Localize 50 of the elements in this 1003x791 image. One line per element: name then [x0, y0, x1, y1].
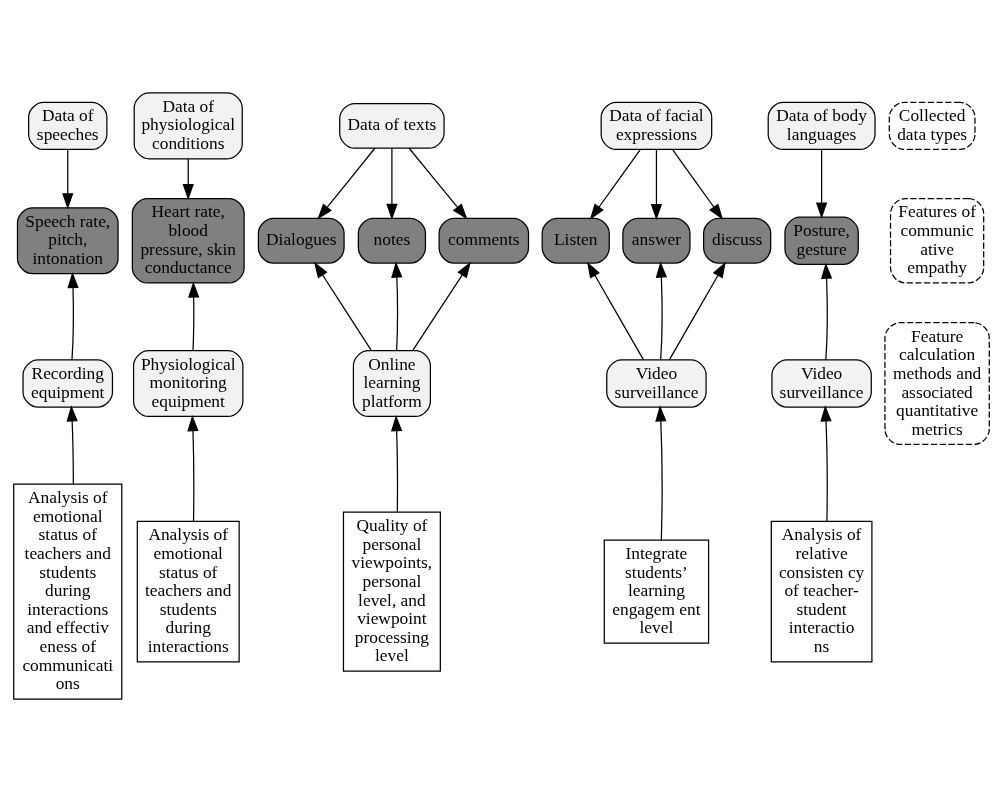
arrow [314, 261, 372, 351]
arrow [66, 404, 78, 484]
node-box: Data of speeches [28, 101, 108, 150]
node-box: Data of body languages [767, 101, 876, 150]
node-box: Analysis of emotional status of teachers and students during interactions [136, 520, 240, 662]
node-box: notes [357, 217, 427, 264]
arrow [408, 147, 468, 220]
arrow [650, 148, 663, 220]
node-box: Dialogues [257, 217, 345, 264]
arrow [587, 261, 645, 360]
arrow [386, 147, 398, 220]
node-box: Integrate students’ learning engagem ent level [603, 538, 710, 644]
node-box: Data of physiological conditions [133, 91, 243, 159]
arrow [815, 148, 828, 219]
arrow [317, 147, 376, 220]
arrow [391, 260, 403, 351]
arrow [820, 404, 832, 522]
arrow [187, 414, 199, 522]
arrow [655, 404, 667, 540]
node-box: Physiological monitoring equipment [132, 349, 244, 417]
node-box: Video surveillance [771, 358, 872, 408]
node-box: Posture, gesture [784, 216, 859, 265]
node-box: Online learning platform [352, 349, 431, 417]
node-box: Feature calculation methods and associated quantitative metrics [884, 321, 990, 445]
node-box: Features of communic ative empathy [889, 197, 985, 284]
node-box: Analysis of relative consisten cy of teacher-student interactio ns [770, 520, 873, 662]
arrow [820, 262, 833, 360]
arrow [412, 261, 471, 351]
node-box: answer [622, 217, 691, 264]
node-box: Collected data types [888, 101, 976, 150]
node-box: Speech rate, pitch, intonation [16, 206, 119, 274]
node-box: Data of texts [339, 102, 445, 149]
arrow [62, 148, 74, 209]
arrow [188, 280, 200, 351]
arrow [182, 157, 194, 200]
node-box: comments [438, 217, 530, 264]
node-box: Video surveillance [606, 358, 707, 408]
arrow [391, 414, 403, 513]
arrow [589, 148, 641, 220]
node-box: Recording equipment [22, 358, 114, 408]
arrow [67, 271, 79, 360]
node-box: Quality of personal viewpoints, personal level, and viewpoint processing level [342, 511, 441, 672]
node-box: Analysis of emotional status of teachers and students during interactions and effectiveness of communicati ons [13, 483, 123, 700]
arrow [655, 260, 668, 360]
arrow [672, 148, 724, 220]
node-box: Heart rate, blood pressure, skin conductance [131, 197, 245, 284]
node-box: Listen [541, 217, 610, 264]
arrow [668, 261, 726, 360]
node-box: Data of facial expressions [600, 101, 713, 150]
node-box: discuss [703, 217, 772, 264]
